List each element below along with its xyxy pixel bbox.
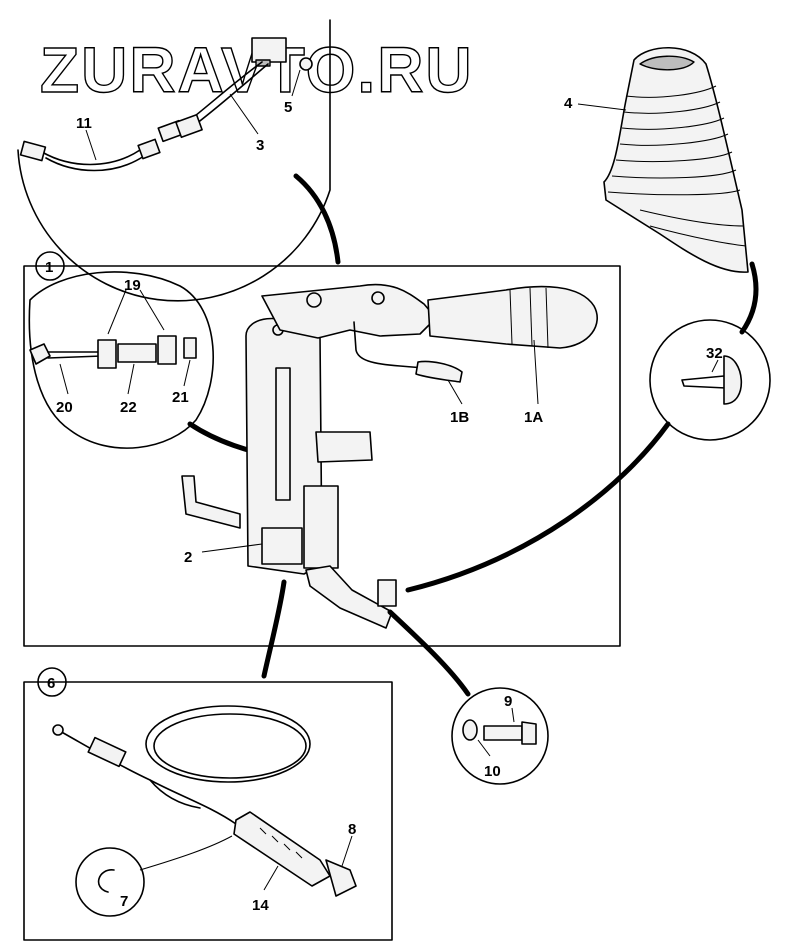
cable-number-badge <box>37 667 67 697</box>
callout-1: 1 <box>45 259 53 276</box>
bolt-washer-detail <box>451 687 549 785</box>
connector-b <box>175 113 203 139</box>
callout-1b: 1B <box>450 409 469 426</box>
connector-d <box>137 138 161 160</box>
callout-3: 3 <box>256 137 264 154</box>
washer-10 <box>462 719 478 741</box>
screw-5 <box>299 57 313 71</box>
callout-1a: 1A <box>524 409 543 426</box>
callout-20: 20 <box>56 399 73 416</box>
nut-21 <box>183 337 197 359</box>
spacer-22 <box>117 343 157 363</box>
release-button-1b <box>415 360 463 383</box>
cable-mount-bracket <box>305 565 393 629</box>
callout-9: 9 <box>504 693 512 710</box>
callout-14: 14 <box>252 897 269 914</box>
switch-block <box>251 37 287 63</box>
clevis-8 <box>325 859 357 897</box>
callout-22: 22 <box>120 399 137 416</box>
brake-cable-assembly <box>52 705 357 917</box>
assembly-number-badge <box>35 251 65 281</box>
callout-11: 11 <box>76 115 92 132</box>
clip-19-a <box>97 339 117 369</box>
wiring-detail <box>17 19 341 302</box>
clip-32 <box>723 355 743 405</box>
eclip-7 <box>97 869 115 893</box>
callout-5: 5 <box>284 99 292 116</box>
main-assembly-frame <box>23 265 621 647</box>
callout-10: 10 <box>484 763 501 780</box>
gaiter-boot <box>577 46 759 335</box>
cable-end-14 <box>233 811 331 887</box>
switch-housing-2 <box>261 527 303 565</box>
clip-detail <box>649 319 771 441</box>
callout-4: 4 <box>564 95 573 112</box>
callout-7: 7 <box>120 893 128 910</box>
callout-2: 2 <box>184 549 192 566</box>
bolt-20-head <box>29 343 51 365</box>
bolt-9-head <box>521 721 537 745</box>
cable-frame <box>23 681 393 941</box>
bolt-9-shank <box>483 725 523 741</box>
callout-21: 21 <box>172 389 189 406</box>
connector-c <box>19 140 47 162</box>
callout-6: 6 <box>47 675 55 692</box>
clip-19-b <box>157 335 177 365</box>
handbrake-lever-assembly <box>181 283 671 697</box>
lever-handle-1a <box>427 285 598 349</box>
callout-32: 32 <box>706 345 723 362</box>
ratchet-mechanism <box>261 283 437 339</box>
callout-19: 19 <box>124 277 141 294</box>
callout-8: 8 <box>348 821 356 838</box>
